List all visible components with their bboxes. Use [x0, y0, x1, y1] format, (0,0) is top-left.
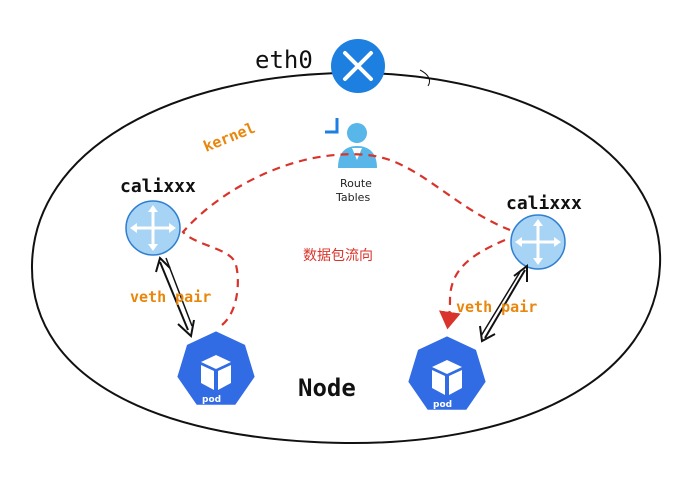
- node-boundary: [30, 69, 662, 445]
- left-pod-icon[interactable]: [174, 328, 258, 408]
- eth0-label: eth0: [255, 46, 313, 74]
- route-tables-icon[interactable]: [325, 118, 377, 168]
- right-cali-label: calixxx: [506, 193, 582, 214]
- right-veth-arrow: [479, 263, 528, 343]
- right-veth-label: veth pair: [456, 298, 537, 316]
- left-cali-label: calixxx: [120, 176, 196, 197]
- right-pod-icon[interactable]: [405, 333, 489, 413]
- node-label: Node: [298, 374, 356, 402]
- kernel-label: kernel: [201, 119, 258, 156]
- left-veth-label: veth pair: [130, 288, 211, 306]
- left-pod-label: pod: [202, 395, 221, 405]
- route-tables-label-line2: Tables: [335, 191, 370, 204]
- right-router-icon[interactable]: [510, 214, 566, 270]
- packet-flow-label: 数据包流向: [303, 248, 373, 264]
- route-tables-label-line1: Route: [340, 177, 372, 190]
- left-router-icon[interactable]: [125, 200, 181, 256]
- left-veth-arrow: [155, 256, 195, 338]
- right-pod-label: pod: [433, 400, 452, 410]
- eth0-icon[interactable]: [331, 39, 385, 93]
- packet-flow-path: [181, 153, 511, 330]
